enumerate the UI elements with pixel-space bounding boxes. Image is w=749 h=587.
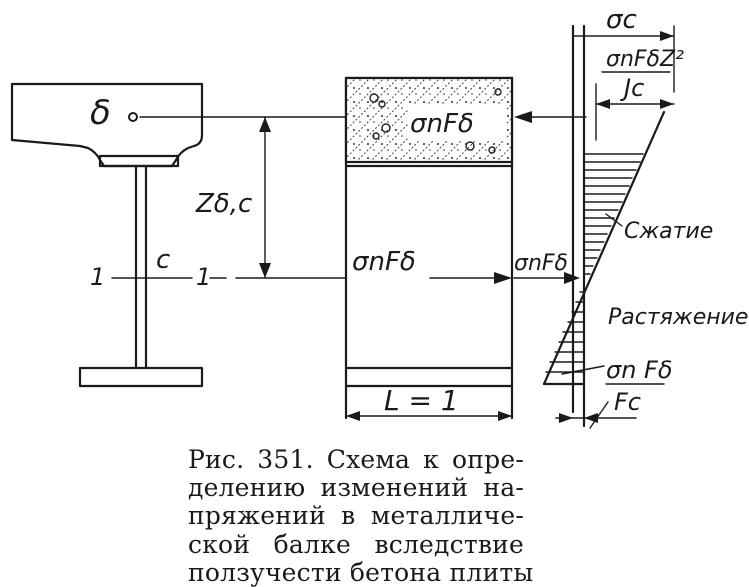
compression-hatching [583,153,644,285]
sigma-c-arrow-right [660,31,674,41]
aggregate-5 [465,141,475,151]
caption-line-4: ской балке вследствие [188,529,524,559]
force-right-label: σnFδ [514,251,568,276]
tension-hatching [545,291,585,373]
compression-label: Сжатие [624,219,713,244]
axis-label-left: 1 [90,263,105,291]
steel-top-flange [98,154,180,168]
axis-label-center: c [156,245,170,275]
bottom-formula-denominator: Fc [614,388,641,416]
force-strip: σnFδ L = 1 σnFδ [344,76,587,421]
aggregate-1 [369,93,379,103]
sigma-c-label: σc [606,5,637,35]
bottom-formula-numerator: σn Fδ [606,356,673,384]
bottom-formula-leader [561,365,605,375]
beam-cross-section: δ 1 c 1 Zδ,c [10,82,347,388]
aggregate-7 [494,88,502,96]
width-arrow-right [498,411,512,421]
plate-point-marker [128,112,138,122]
aggregate-2 [378,100,386,108]
caption-line-2: делению изменений на- [188,473,524,503]
caption-line-1: Рис. 351. Схема к опре- [188,445,524,474]
bottom-dimension-arrow-right [559,413,573,423]
concrete-block-label-bg [408,104,506,140]
force-mid-label: σnFδ [352,247,416,277]
bottom-dimension-arrow-left [584,413,598,423]
top-formula-arrow-left [596,99,610,109]
caption-line-5: ползучести бетона плиты [188,557,534,587]
dimension-z-arrow-bottom [259,263,271,278]
width-arrow-left [346,411,360,421]
force-top-arrowhead [514,111,532,123]
tension-label: Растяжение [608,305,748,330]
aggregate-3 [381,123,391,133]
stress-diagram: σnFδ σc σnFδZ² Jc [513,5,748,429]
aggregate-6 [488,146,496,154]
force-mid-arrowhead [494,272,512,284]
steel-bottom-flange [78,366,204,388]
dimension-z-label: Zδ,c [195,189,252,219]
force-top-label: σnFδ [410,109,474,139]
top-formula-arrow-right [660,99,674,109]
compression-leader [605,213,623,227]
bottom-dimension-slash [589,401,609,429]
caption-line-3: пряжений в металличе- [188,501,524,531]
top-formula-numerator: σnFδZ² [606,47,684,72]
plate-point-label: δ [90,93,111,133]
width-label: L = 1 [384,384,459,417]
stress-diagonal [542,110,666,386]
dimension-z-arrow-top [259,117,271,132]
aggregate-4 [372,132,380,140]
axis-label-right: 1 [196,263,211,291]
figure-caption: Рис. 351. Схема к опре- делению изменени… [188,445,534,587]
top-formula-denominator: Jc [620,74,644,102]
